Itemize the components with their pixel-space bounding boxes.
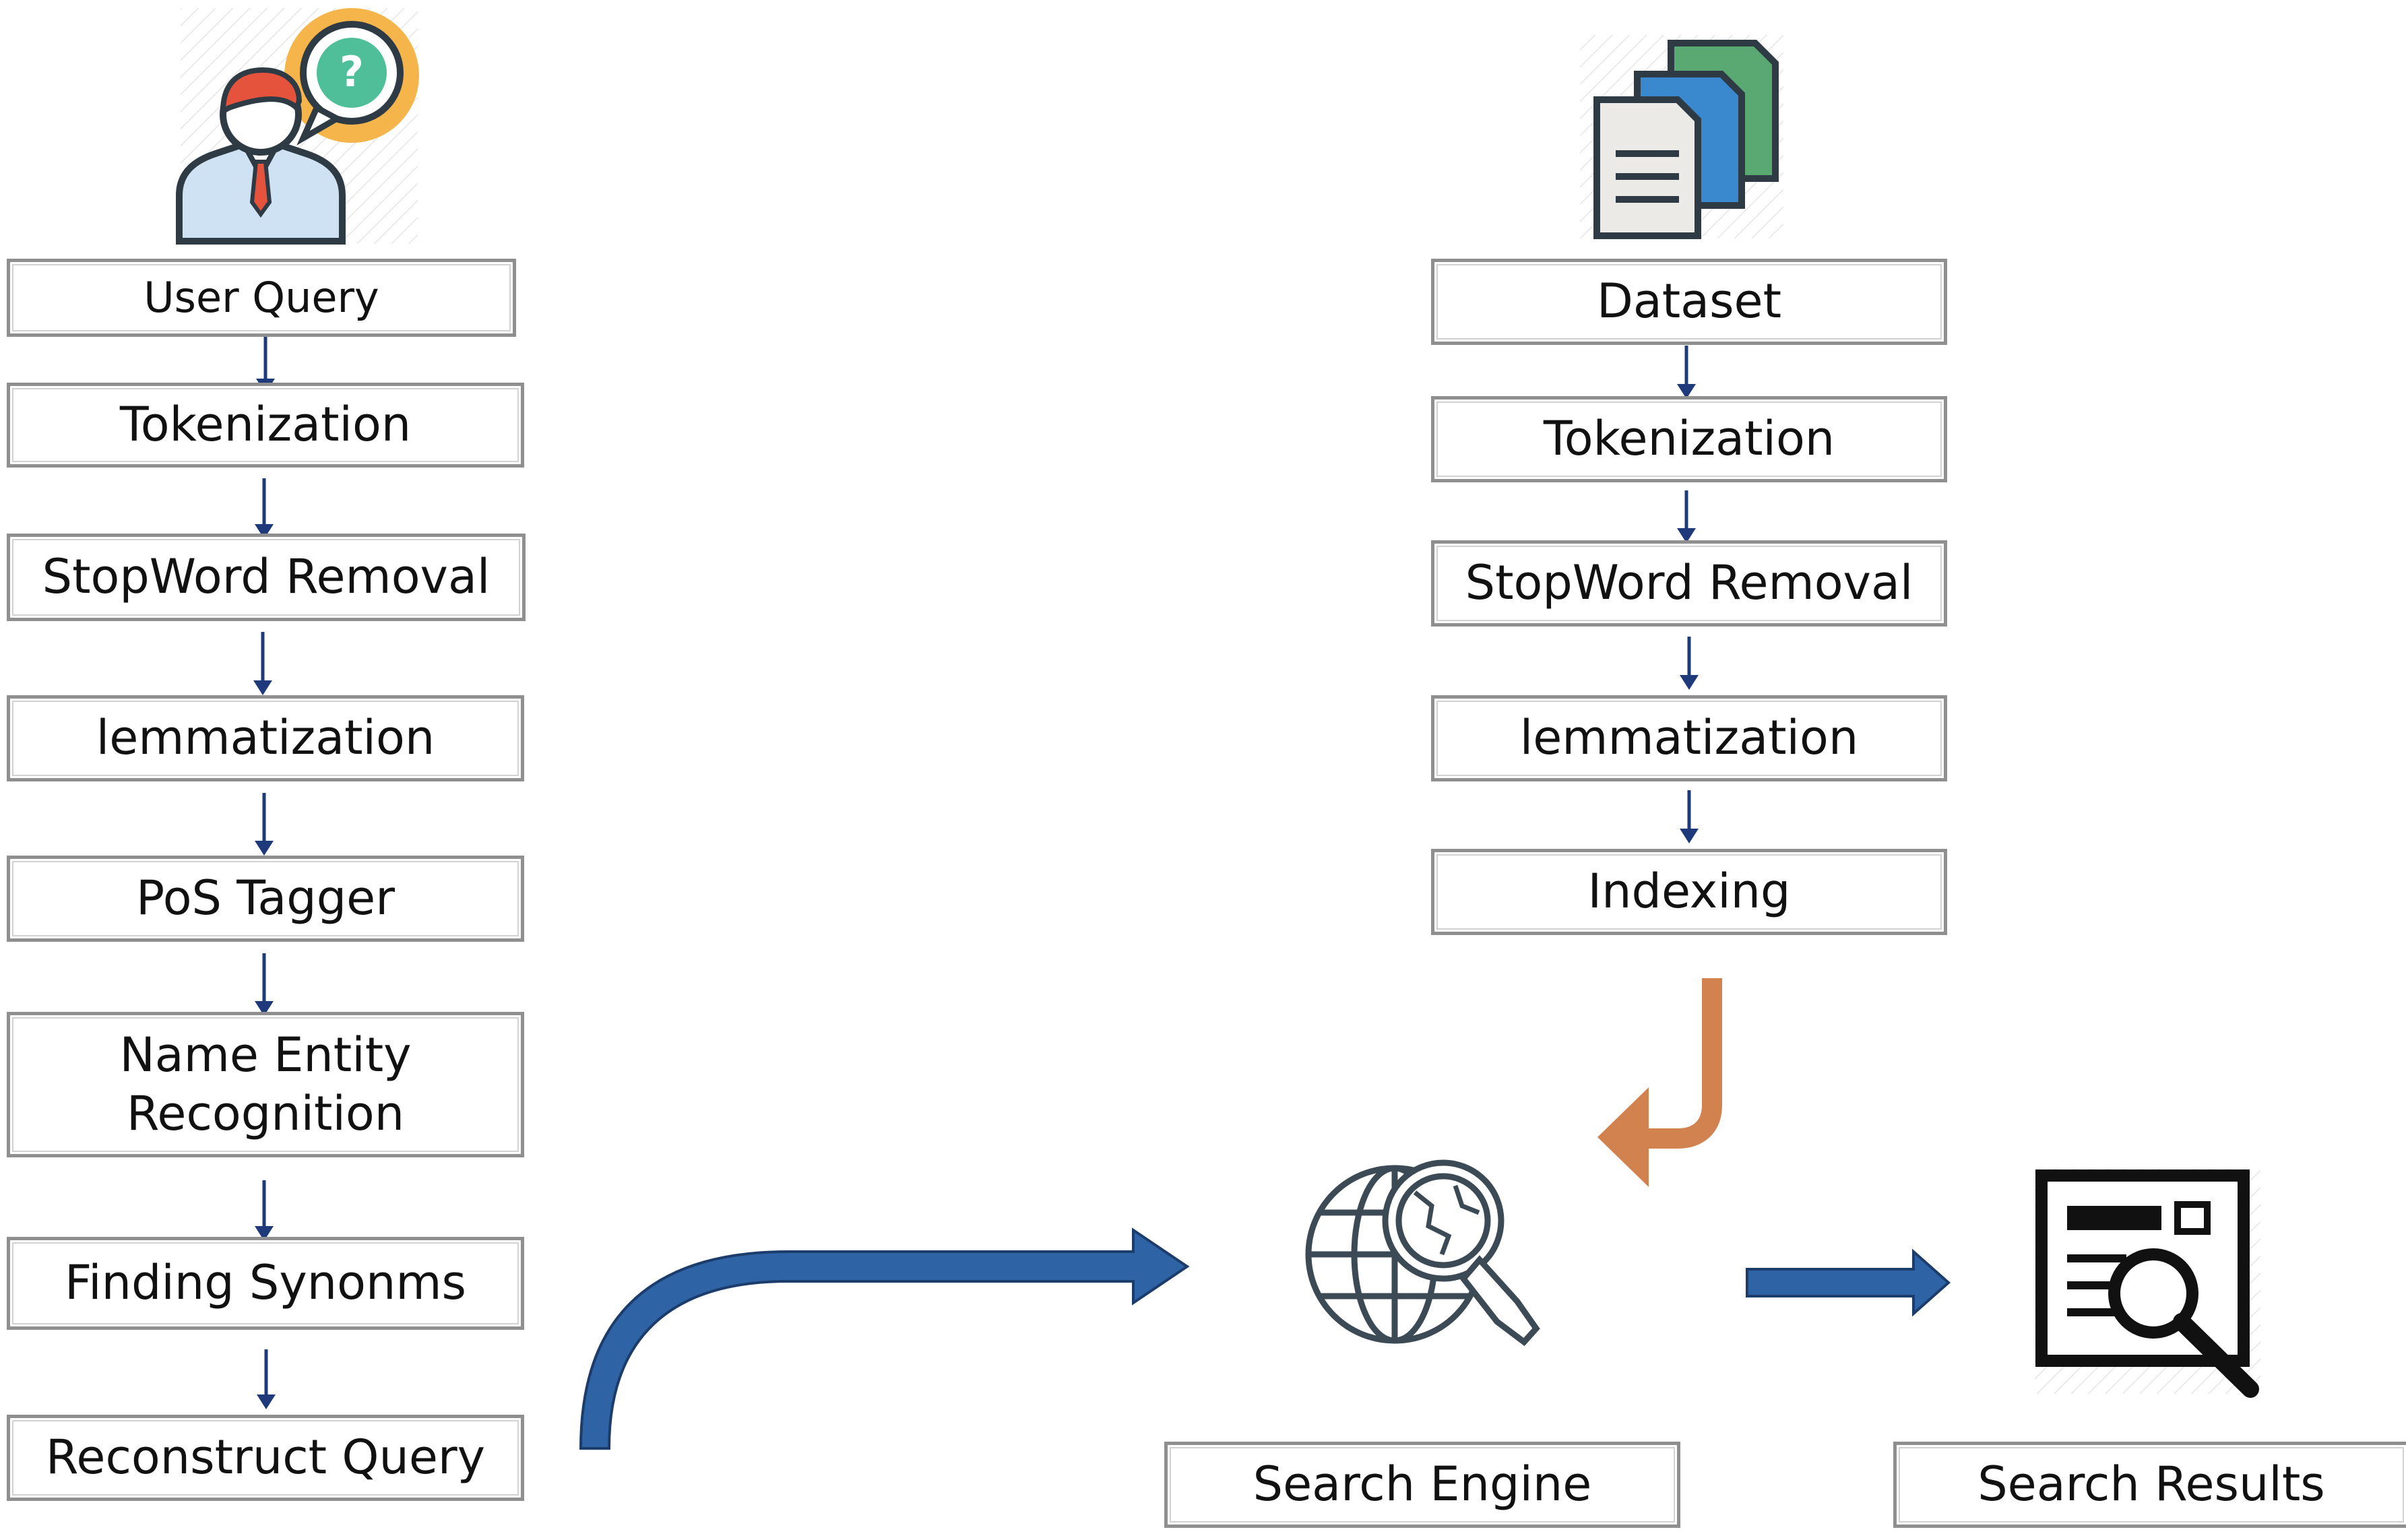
stopword-removal-box: StopWord Removal (7, 534, 526, 621)
svg-text:?: ? (340, 47, 364, 96)
user-query-box: User Query (7, 259, 516, 337)
arrowhead (255, 1001, 274, 1016)
lemmatization-box: lemmatization (7, 695, 524, 781)
search-results-box: Search Results (1893, 1442, 2406, 1528)
arrowhead (255, 841, 274, 856)
dataset-pipeline-arrowheads (1677, 384, 1699, 843)
arrowhead (1680, 829, 1699, 843)
arrowhead (255, 524, 274, 539)
documents-stack-icon (1580, 35, 1783, 239)
pos-tagger-box: PoS Tagger (7, 856, 524, 942)
query-pipeline-arrowheads (253, 379, 276, 1409)
globe-magnifier-icon (1305, 1159, 1540, 1347)
arrowhead (253, 680, 272, 695)
dataset-stopword-removal-box: StopWord Removal (1431, 540, 1947, 627)
query-to-engine-arrow (579, 1227, 1190, 1450)
engine-to-results-arrow (1746, 1248, 1951, 1317)
search-engine-box: Search Engine (1164, 1442, 1680, 1528)
arrowhead (257, 1394, 276, 1409)
dataset-pipeline-connectors (1684, 346, 1691, 833)
user-question-icon: ? (176, 8, 419, 245)
index-to-engine-arrow (1647, 978, 1722, 1149)
search-results-document-icon (2035, 1168, 2260, 1398)
arrowhead (255, 1226, 274, 1241)
dataset-lemmatization-box: lemmatization (1431, 695, 1947, 781)
indexing-box: Indexing (1431, 849, 1947, 935)
reconstruct-query-box: Reconstruct Query (7, 1415, 524, 1501)
arrowhead (1680, 675, 1699, 690)
finding-synonyms-box: Finding Synonms (7, 1237, 524, 1330)
dataset-tokenization-box: Tokenization (1431, 396, 1947, 482)
arrowhead (1677, 528, 1696, 543)
query-pipeline-connectors (261, 337, 268, 1399)
tokenization-box: Tokenization (7, 383, 524, 468)
dataset-box: Dataset (1431, 259, 1947, 345)
arrowhead (1677, 384, 1696, 399)
index-to-engine-arrowhead (1597, 1087, 1649, 1187)
name-entity-recognition-box: Name Entity Recognition (7, 1012, 524, 1157)
